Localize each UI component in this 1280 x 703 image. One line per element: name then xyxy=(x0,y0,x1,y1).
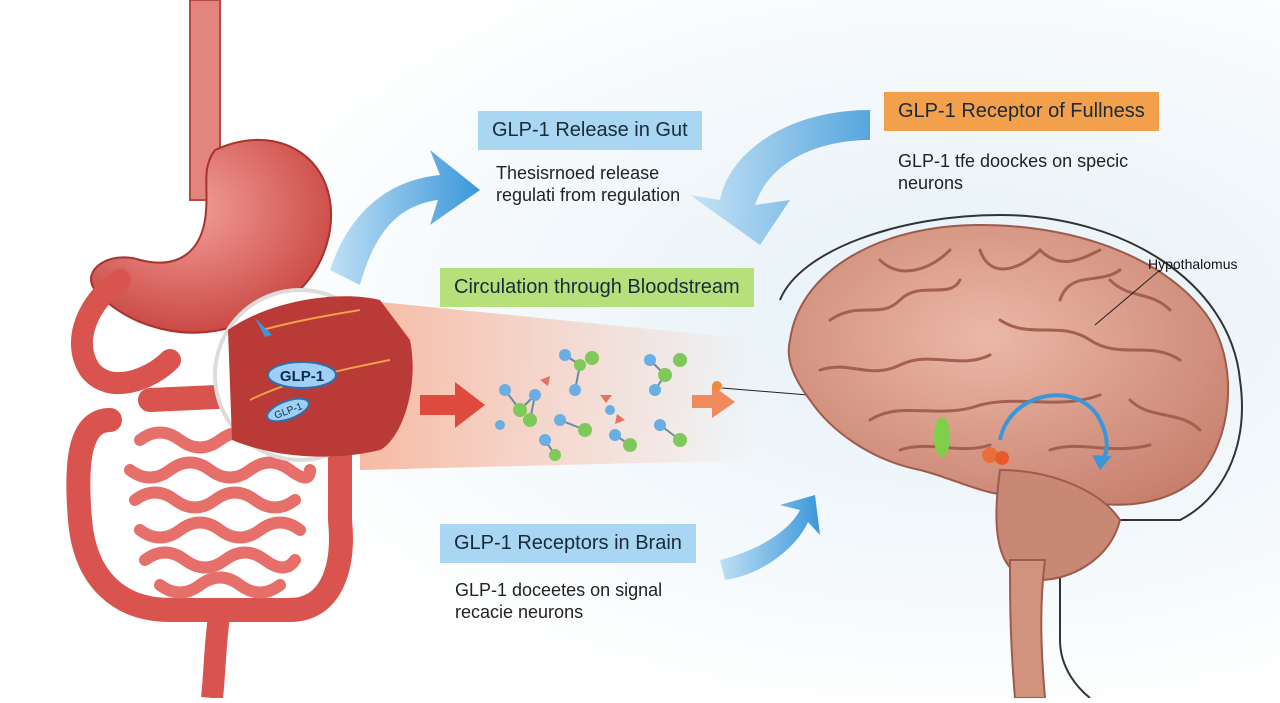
release-line-2: regulati from regulation xyxy=(496,185,681,205)
small-intestine xyxy=(124,426,316,599)
brain-receptors-line-2: recacie neurons xyxy=(455,602,584,622)
receptor-site-orange-1 xyxy=(982,447,998,463)
head-outline xyxy=(779,213,1243,699)
red-arrow xyxy=(420,382,485,428)
release-line-1: Thesisrnoed release xyxy=(496,163,660,183)
brainstem xyxy=(1008,559,1047,699)
orange-arrow xyxy=(692,385,735,418)
cerebellum xyxy=(995,468,1122,582)
arrow-gut-to-release xyxy=(330,150,480,285)
brain-receptors-line-1: GLP-1 doceetes on signal xyxy=(455,580,663,600)
brain xyxy=(787,223,1230,699)
rectum xyxy=(201,608,231,700)
release-description: Thesisrnoed release regulati from regula… xyxy=(496,162,680,206)
glp1-pill-large-label: GLP-1 xyxy=(280,368,324,385)
duodenum xyxy=(70,269,181,395)
brain-receptors-title: GLP-1 Receptors in Brain xyxy=(454,532,682,554)
arrow-fullness-to-brain xyxy=(690,110,870,245)
fullness-title-box: GLP-1 Receptor of Fullness xyxy=(884,92,1159,131)
circulation-title-box: Circulation through Bloodstream xyxy=(440,268,754,307)
release-title-box: GLP-1 Release in Gut xyxy=(478,111,702,150)
fullness-description: GLP-1 tfe doockes on specic neurons xyxy=(898,150,1128,194)
glp1-pill-small xyxy=(266,397,310,423)
arrow-receptors-to-brain xyxy=(720,495,820,580)
hypothalamus-label: Hypothalomus xyxy=(1148,256,1238,272)
flow-arrows-small xyxy=(540,376,625,424)
brain-receptors-description: GLP-1 doceetes on signal recacie neurons xyxy=(455,579,662,623)
fullness-line-1: GLP-1 tfe doockes on specic xyxy=(898,151,1129,171)
circulation-title: Circulation through Bloodstream xyxy=(454,276,740,298)
signal-loop-arrow xyxy=(998,393,1109,464)
receptor-site-orange-2 xyxy=(995,451,1009,465)
brain-folds xyxy=(818,247,1202,452)
stomach xyxy=(90,139,333,334)
receptor-marker xyxy=(712,381,722,391)
receptor-site-green xyxy=(934,417,950,457)
vessel-magnifier: GLP-1 GLP-1 xyxy=(213,288,413,462)
hypothalamus-pointer xyxy=(1094,269,1161,326)
release-title: GLP-1 Release in Gut xyxy=(492,119,688,141)
glp1-pill-large xyxy=(267,361,337,389)
fullness-title: GLP-1 Receptor of Fullness xyxy=(898,100,1145,122)
brain-receptors-title-box: GLP-1 Receptors in Brain xyxy=(440,524,696,563)
molecule-nodes xyxy=(495,349,687,461)
fullness-line-2: neurons xyxy=(898,173,964,193)
